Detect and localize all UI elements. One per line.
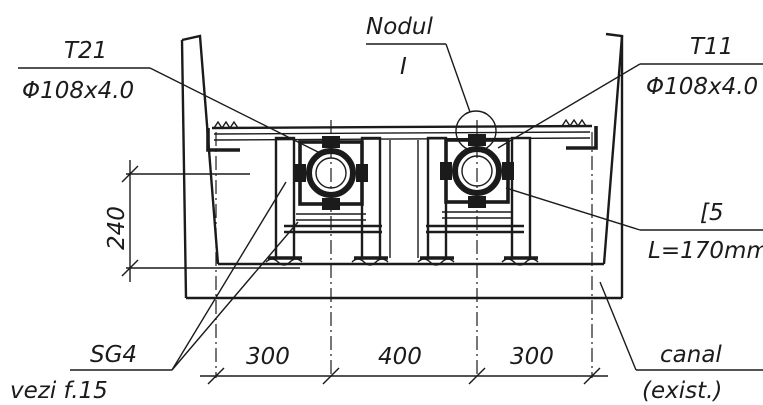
t21-tag: T21 — [64, 38, 107, 64]
canal-note: (exist.) — [642, 378, 722, 404]
dim-240-text: 240 — [104, 206, 130, 250]
support-posts — [265, 136, 539, 266]
leader-lines — [18, 43, 763, 371]
t11-tag: T11 — [690, 34, 733, 60]
channel-beams — [284, 224, 524, 234]
t21-size: Φ108x4.0 — [22, 78, 134, 104]
t11-size: Φ108x4.0 — [646, 74, 758, 100]
canal-name: canal — [660, 342, 722, 368]
dim-middle-span-text: 400 — [378, 344, 422, 370]
dim-left-span-text: 300 — [246, 344, 290, 370]
sg4-code: SG4 — [90, 342, 137, 368]
channel-profile: [5 — [700, 200, 724, 226]
dimension-height — [121, 160, 300, 282]
node-title: Nodul — [366, 14, 433, 40]
channel-length: L=170mm — [648, 238, 763, 264]
sg4-ref: vezi f.15 — [10, 378, 108, 404]
canal-walls — [180, 32, 624, 300]
node-number: I — [400, 54, 407, 80]
dimension-spans — [200, 367, 608, 385]
dim-right-span-text: 300 — [510, 344, 554, 370]
node-detail-marker — [455, 110, 497, 152]
axis-lines — [215, 120, 593, 378]
